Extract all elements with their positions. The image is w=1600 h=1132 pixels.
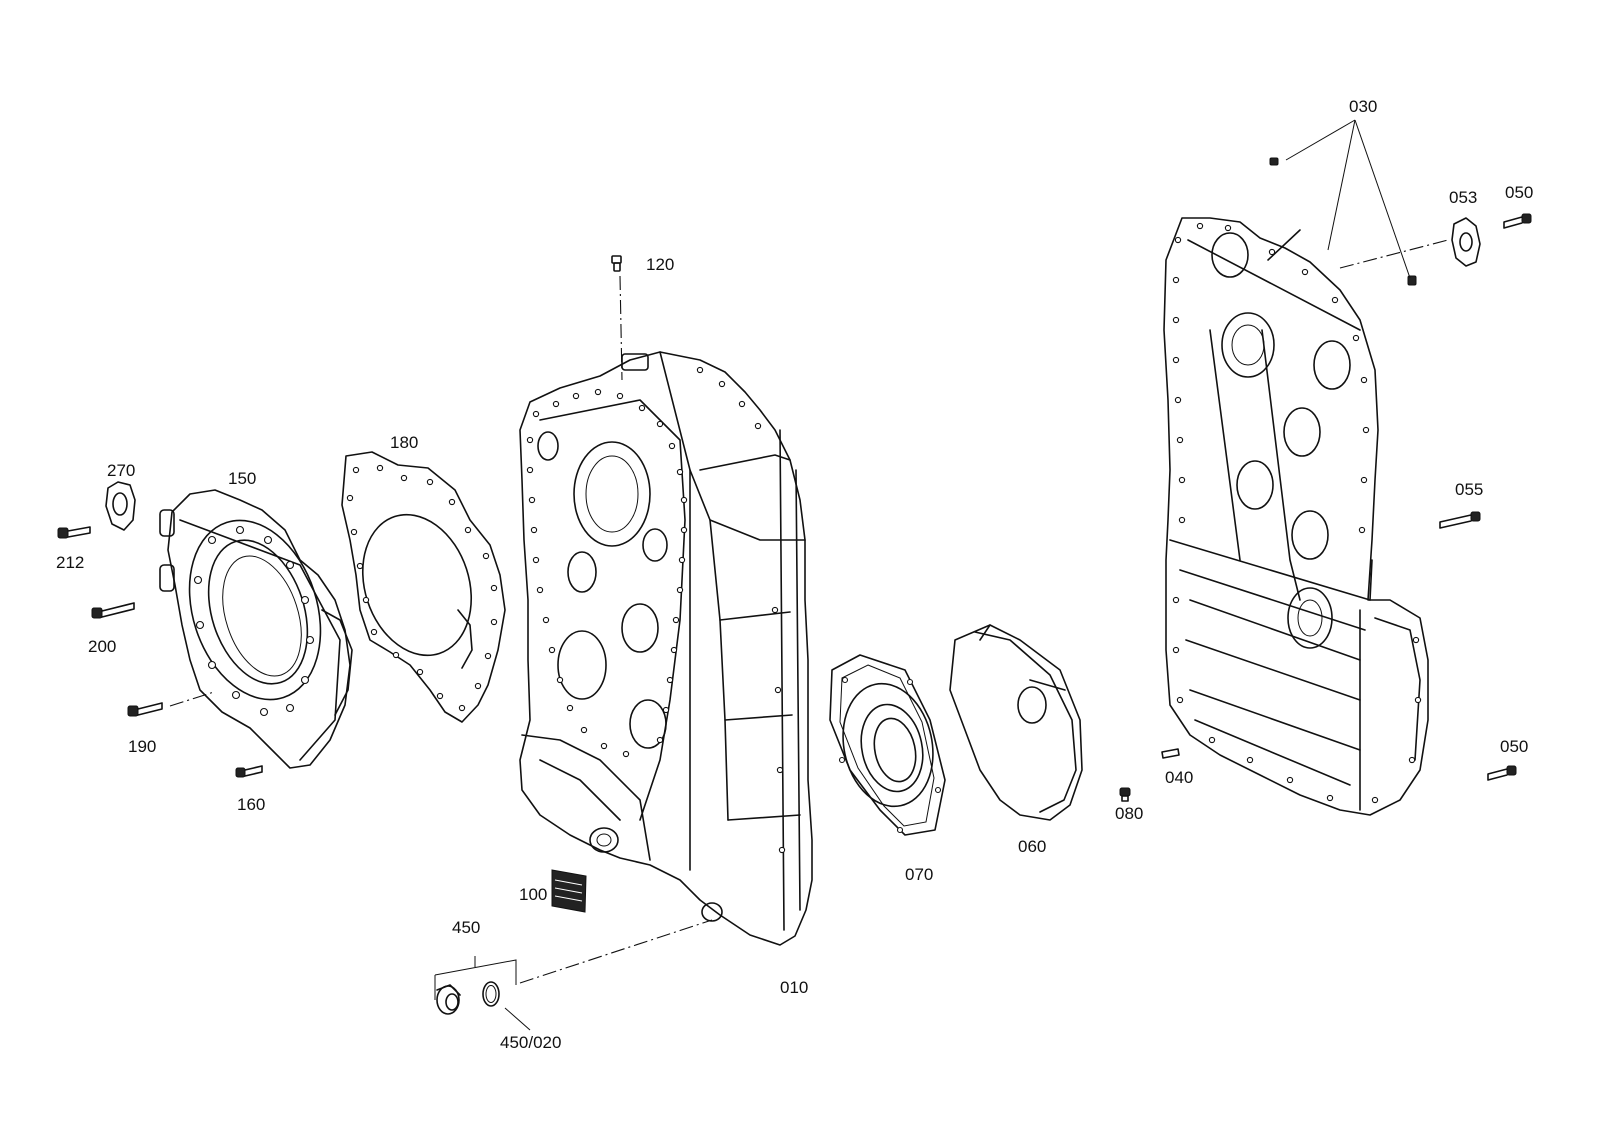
leader-lines: [434, 119, 1411, 1031]
part-050-bolt-lower: [1487, 765, 1517, 781]
label-040: 040: [1165, 768, 1193, 787]
part-040-pin: [1161, 748, 1180, 759]
part-150-front-cover: [159, 489, 353, 769]
label-212: 212: [56, 553, 84, 572]
part-100-nameplate: [551, 869, 587, 913]
part-060-cup-cover: [949, 624, 1083, 821]
label-200: 200: [88, 637, 116, 656]
label-270: 270: [107, 461, 135, 480]
part-050-bolt-upper: [1503, 213, 1532, 229]
assembly-center-lines: [169, 239, 1449, 984]
part-120-plug: [611, 255, 622, 272]
label-150: 150: [228, 469, 256, 488]
part-450-020-seal-ring: [482, 981, 500, 1007]
part-212-bolt: [57, 526, 91, 539]
label-010: 010: [780, 978, 808, 997]
part-030-bolt-holes: [1172, 222, 1422, 804]
part-270-tab-washer: [105, 481, 136, 531]
label-055: 055: [1455, 480, 1483, 499]
part-200-bolt: [91, 602, 135, 619]
part-labels: 010 030 040 050 050 053 055 060 070 080 …: [56, 97, 1533, 1052]
label-100: 100: [519, 885, 547, 904]
label-160: 160: [237, 795, 265, 814]
part-450-plug: [436, 984, 461, 1015]
label-080: 080: [1115, 804, 1143, 823]
part-055-bolt: [1439, 511, 1481, 529]
part-070-plate: [829, 654, 946, 836]
part-030-rear-housing: [1163, 217, 1429, 816]
label-053: 053: [1449, 188, 1477, 207]
label-050-lower: 050: [1500, 737, 1528, 756]
part-030-dowel-pins: [1269, 157, 1417, 286]
part-010-main-housing: [519, 351, 813, 946]
label-450: 450: [452, 918, 480, 937]
label-060: 060: [1018, 837, 1046, 856]
part-053-tab-washer: [1451, 217, 1481, 267]
label-050-upper: 050: [1505, 183, 1533, 202]
label-030: 030: [1349, 97, 1377, 116]
label-180: 180: [390, 433, 418, 452]
part-080-plug: [1119, 787, 1131, 802]
part-180-gasket: [341, 451, 506, 723]
label-450-020: 450/020: [500, 1033, 561, 1052]
label-120: 120: [646, 255, 674, 274]
label-190: 190: [128, 737, 156, 756]
part-010-bolt-holes: [526, 366, 786, 854]
part-150-bolt-holes: [193, 525, 315, 717]
part-180-bolt-holes: [346, 464, 498, 712]
part-160-bolt: [235, 765, 263, 778]
label-070: 070: [905, 865, 933, 884]
part-190-bolt: [127, 702, 163, 717]
